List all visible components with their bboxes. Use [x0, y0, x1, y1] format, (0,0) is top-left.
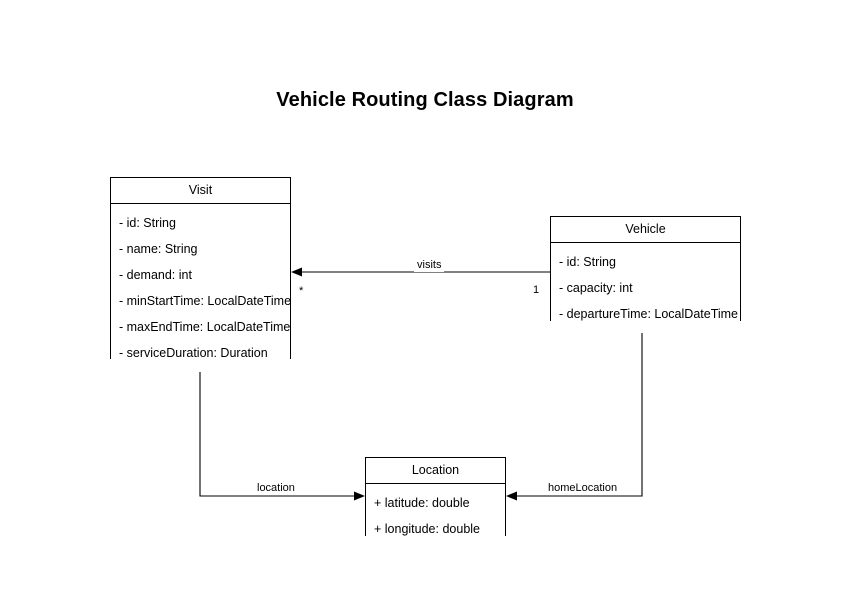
edge-label-homelocation: homeLocation: [545, 482, 621, 495]
class-name-location: Location: [366, 458, 505, 484]
class-name-visit: Visit: [111, 178, 290, 204]
attribute-row: - name: String: [119, 242, 198, 256]
edge-location-arrowhead: [354, 491, 365, 501]
attribute-row: - minStartTime: LocalDateTime: [119, 294, 292, 308]
attribute-row: + latitude: double: [374, 496, 470, 510]
class-attributes-visit: - id: String - name: String - demand: in…: [111, 204, 292, 372]
edge-label-visits: visits: [414, 259, 445, 272]
attribute-row: - capacity: int: [559, 281, 633, 295]
attribute-row: - id: String: [559, 255, 616, 269]
edge-homelocation-arrowhead: [506, 491, 517, 501]
multiplicity-visits-source: 1: [533, 284, 540, 296]
edge-location-line: [199, 359, 358, 497]
class-attributes-vehicle: - id: String - capacity: int - departure…: [551, 243, 740, 333]
class-box-vehicle[interactable]: Vehicle - id: String - capacity: int - d…: [550, 216, 741, 333]
attribute-row: - id: String: [119, 216, 176, 230]
edge-visits-arrowhead: [291, 267, 302, 277]
edge-homelocation-line: [513, 321, 643, 497]
attribute-row: + longitude: double: [374, 522, 480, 536]
edge-location: [199, 359, 365, 501]
attribute-row: - departureTime: LocalDateTime: [559, 307, 739, 321]
attribute-row: - maxEndTime: LocalDateTime: [119, 320, 291, 334]
class-name-vehicle: Vehicle: [551, 217, 740, 243]
edge-visits: [291, 267, 550, 277]
class-attributes-location: + latitude: double + longitude: double: [366, 484, 505, 548]
page-title: Vehicle Routing Class Diagram: [276, 89, 574, 111]
class-box-visit[interactable]: Visit - id: String - name: String - dema…: [110, 177, 291, 372]
edge-homelocation: [506, 321, 643, 501]
attribute-row: - serviceDuration: Duration: [119, 346, 268, 360]
multiplicity-visits-target: *: [299, 285, 304, 297]
class-box-location[interactable]: Location + latitude: double + longitude:…: [365, 457, 506, 548]
edge-label-location: location: [254, 482, 298, 495]
attribute-row: - demand: int: [119, 268, 192, 282]
